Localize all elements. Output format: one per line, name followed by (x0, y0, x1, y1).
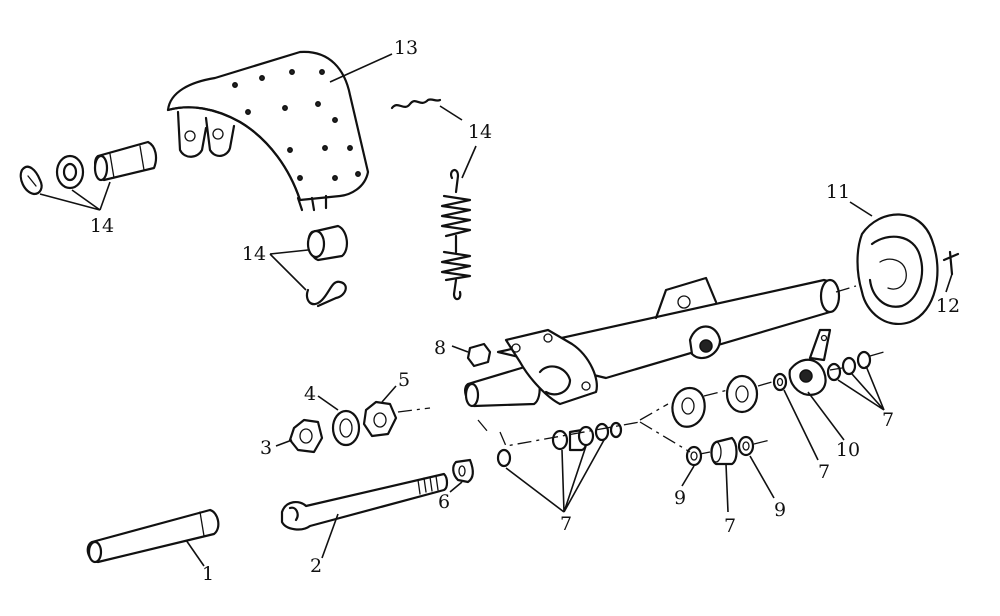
camshaft-disc (725, 374, 759, 414)
camshaft-tube (86, 508, 220, 564)
callout-6: 6 (438, 491, 450, 513)
callout-10: 10 (836, 439, 860, 461)
callout-14-roller: 14 (242, 243, 266, 265)
retaining-wire (390, 98, 442, 110)
callout-5: 5 (398, 369, 410, 391)
callout-14-top: 14 (468, 121, 492, 143)
camshaft-bracket (671, 386, 706, 428)
anchor-spring-clip (305, 280, 347, 308)
leader-14c (461, 145, 477, 179)
leader-14a (39, 181, 111, 211)
shoe-bushing (55, 154, 85, 190)
spindle-knuckle (464, 328, 598, 408)
slack-adjuster (788, 328, 832, 396)
anchor-roller (306, 224, 348, 262)
center-seal-set (496, 421, 623, 468)
leader-14d (269, 249, 309, 291)
small-hex-nut (466, 342, 492, 368)
callout-7-center: 7 (560, 513, 572, 535)
lock-washer (331, 409, 361, 447)
brake-shoe (166, 50, 370, 212)
callout-9-right: 9 (774, 499, 786, 521)
spacer-washer (772, 372, 788, 392)
bushing-seal-set (685, 435, 755, 467)
callout-13: 13 (394, 37, 418, 59)
right-washer-set (826, 350, 872, 382)
callout-3: 3 (260, 437, 272, 459)
callout-8: 8 (434, 337, 446, 359)
return-spring (440, 169, 472, 301)
callout-7-spacer: 7 (818, 461, 830, 483)
shoe-roller-pin (93, 140, 158, 182)
callout-9-left: 9 (674, 487, 686, 509)
outer-hex-nut (362, 400, 398, 438)
callout-4: 4 (304, 383, 316, 405)
callout-7-right: 7 (882, 409, 894, 431)
retainer-clip (19, 165, 43, 196)
callout-1: 1 (202, 563, 214, 585)
callout-12: 12 (936, 295, 960, 317)
callout-labels: 1 2 3 4 5 6 7 7 7 7 8 9 9 10 11 12 13 14… (90, 37, 960, 585)
shield-pin (942, 250, 960, 276)
leader-lines (185, 53, 953, 567)
leader-14b (439, 105, 463, 121)
inner-hex-nut (288, 418, 324, 454)
callout-2: 2 (310, 555, 322, 577)
callout-14-left: 14 (90, 215, 114, 237)
flat-washer (452, 458, 474, 484)
callout-11: 11 (826, 181, 850, 203)
camshaft (280, 472, 449, 531)
callout-7-bushing: 7 (724, 515, 736, 537)
dust-shield (856, 213, 939, 325)
assembly-center-lines (397, 285, 885, 455)
